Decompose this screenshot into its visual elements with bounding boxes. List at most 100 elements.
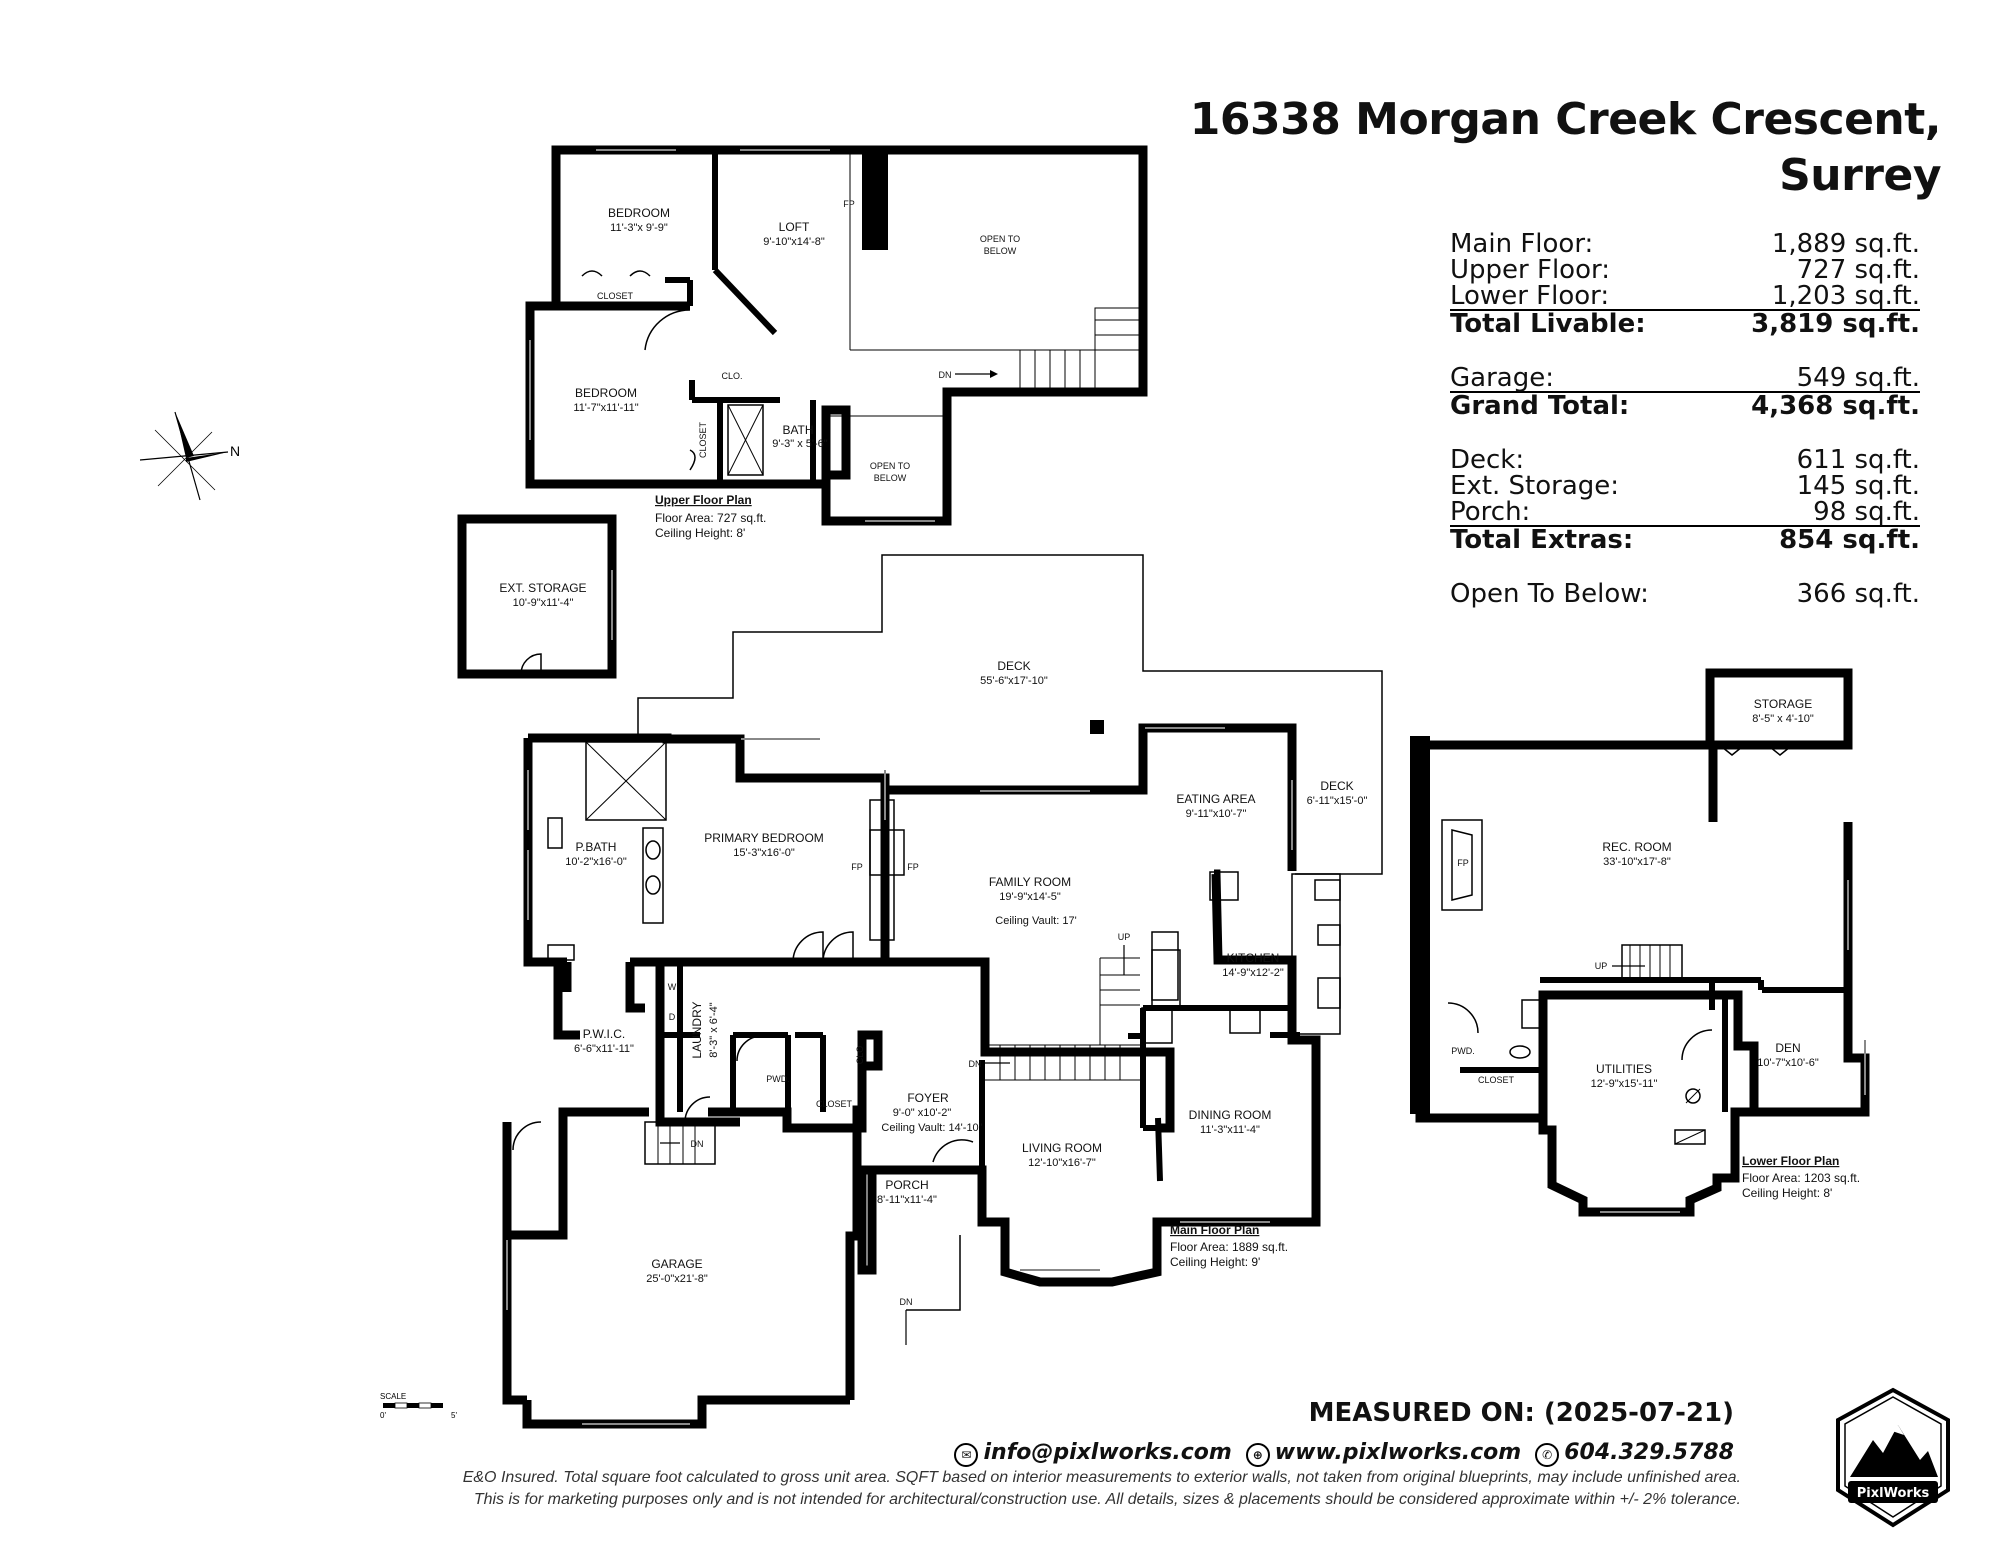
contact-phone[interactable]: ✆604.329.5788 <box>1535 1440 1734 1467</box>
main-fp-label-2: FP <box>907 862 919 872</box>
deck2-name: DECK <box>1320 779 1353 793</box>
lower-floor-area: Floor Area: 1203 sq.ft. <box>1742 1171 1860 1185</box>
summary-row: Open To Below:366 sq.ft. <box>1450 581 1920 607</box>
upper-fp-label: FP <box>843 199 855 209</box>
laundry-name: LAUNDRY <box>690 1001 704 1058</box>
main-up-label: UP <box>1118 932 1131 942</box>
disclaimer-line1: E&O Insured. Total square foot calculate… <box>462 1469 1741 1486</box>
ext-storage: EXT. STORAGE 10'-9"x11'-4" <box>457 514 617 679</box>
summary-total-row: Total Livable: 3,819 sq.ft. <box>1450 309 1920 337</box>
upper-bedroom2-name: BEDROOM <box>575 386 637 400</box>
compass-icon: N <box>139 411 240 501</box>
upper-floor-plan-label: Upper Floor Plan <box>655 493 752 507</box>
porch-name: PORCH <box>885 1178 928 1192</box>
upper-bedroom2-dim: 11'-7"x11'-11" <box>573 402 638 414</box>
open-to-below-1b: BELOW <box>984 246 1017 256</box>
dining-room-name: DINING ROOM <box>1189 1108 1272 1122</box>
dining-room-dim: 11'-3"x11'-4" <box>1200 1124 1260 1136</box>
main-floor-plan-label: Main Floor Plan <box>1170 1223 1259 1237</box>
summary-total-row: Total Extras:854 sq.ft. <box>1450 525 1920 553</box>
email-text: info@pixlworks.com <box>983 1440 1232 1465</box>
summary-value: 98 sq.ft. <box>1813 497 1920 527</box>
main-fp-label-1: FP <box>851 862 863 872</box>
summary-row: Upper Floor:727 sq.ft. <box>1450 257 1920 283</box>
eating-area-dim: 9'-11"x10'-7" <box>1186 808 1247 820</box>
lower-stairs: UP <box>1595 944 1683 981</box>
scale-start: 0' <box>380 1411 386 1420</box>
porch-dim: 8'-11"x11'-4" <box>877 1194 937 1206</box>
deck2-dim: 6'-11"x15'-0" <box>1307 795 1368 807</box>
main-floor-plan: UP DN FP FP W D DN DN <box>502 554 1383 1429</box>
garage-dim: 25'-0"x21'-8" <box>646 1273 708 1285</box>
lower-storage-name: STORAGE <box>1754 697 1812 711</box>
summary-label: Total Livable: <box>1450 309 1646 339</box>
utilities-dim: 12'-9"x15'-11" <box>1591 1078 1658 1090</box>
summary-value: 549 sq.ft. <box>1796 363 1920 393</box>
main-closet-name: CLOSET <box>816 1099 853 1109</box>
eating-area-name: EATING AREA <box>1176 792 1255 806</box>
kitchen-dim: 14'-9"x12'-2" <box>1222 967 1284 979</box>
foyer-vault: Ceiling Vault: 14'-10" <box>881 1122 982 1134</box>
porch-dn-label: DN <box>900 1297 913 1307</box>
lower-closet-name: CLOSET <box>1478 1075 1515 1085</box>
loft-name: LOFT <box>779 220 810 234</box>
summary-total-row: Grand Total:4,368 sq.ft. <box>1450 391 1920 419</box>
summary-label: Lower Floor: <box>1450 281 1610 311</box>
contact-email[interactable]: ✉info@pixlworks.com <box>954 1440 1232 1467</box>
summary-row: Deck: 611 sq.ft. <box>1450 447 1920 473</box>
porch-stairs: DN <box>900 1235 961 1345</box>
primary-bedroom-dim: 15'-3"x16'-0" <box>733 847 795 859</box>
garage-name: GARAGE <box>651 1257 702 1271</box>
family-room-dim: 19'-9"x14'-5" <box>999 891 1061 903</box>
laundry-dim: 8'-3" x 6'-4" <box>708 1002 720 1058</box>
area-summary: Main Floor:1,889 sq.ft. Upper Floor:727 … <box>1450 231 1920 607</box>
summary-value: 1,203 sq.ft. <box>1771 281 1920 311</box>
deck-dim: 55'-6"x17'-10" <box>980 675 1048 687</box>
upper-bedroom-dim: 11'-3"x 9'-9" <box>610 222 668 234</box>
foyer-name: FOYER <box>907 1091 949 1105</box>
summary-label: Ext. Storage: <box>1450 471 1620 501</box>
upper-floor-plan: DN FP BEDROOM 11'-3"x 9'-9" LOFT 9'-10"x… <box>525 145 1148 540</box>
den-dim: 10'-7"x10'-6" <box>1757 1057 1819 1069</box>
utilities-name: UTILITIES <box>1596 1062 1652 1076</box>
open-to-below-1: OPEN TO <box>980 234 1020 244</box>
summary-value: 4,368 sq.ft. <box>1751 391 1920 421</box>
summary-label: Garage: <box>1450 363 1554 393</box>
upper-floor-ceiling: Ceiling Height: 8' <box>655 526 745 540</box>
ext-storage-name: EXT. STORAGE <box>499 581 586 595</box>
summary-value: 3,819 sq.ft. <box>1751 309 1920 339</box>
summary-label: Upper Floor: <box>1450 255 1610 285</box>
loft-dim: 9'-10"x14'-8" <box>763 236 825 248</box>
pwic-dim: 6'-6"x11'-11" <box>574 1043 634 1055</box>
pbath-name: P.BATH <box>576 840 617 854</box>
lower-fp-label: FP <box>1457 858 1469 868</box>
property-title: 16338 Morgan Creek Crescent, Surrey <box>1190 92 1942 204</box>
upper-clo-name: CLO. <box>721 371 742 381</box>
primary-bedroom-name: PRIMARY BEDROOM <box>704 831 824 845</box>
pbath-dim: 10'-2"x16'-0" <box>565 856 627 868</box>
living-room-dim: 12'-10"x16'-7" <box>1028 1157 1096 1169</box>
summary-label: Main Floor: <box>1450 229 1594 259</box>
disclaimer: E&O Insured. Total square foot calculate… <box>463 1467 1741 1511</box>
lower-up-label: UP <box>1595 961 1608 971</box>
upper-bedroom-name: BEDROOM <box>608 206 670 220</box>
contact-web[interactable]: ⊕www.pixlworks.com <box>1245 1440 1522 1467</box>
summary-label: Deck: <box>1450 445 1525 475</box>
contact-info: ✉info@pixlworks.com ⊕www.pixlworks.com ✆… <box>954 1440 1734 1467</box>
main-dn-label: DN <box>969 1059 982 1069</box>
scale-label: SCALE <box>380 1392 406 1401</box>
phone-text: 604.329.5788 <box>1564 1440 1734 1465</box>
summary-value: 611 sq.ft. <box>1796 445 1920 475</box>
compass-north-label: N <box>230 443 240 459</box>
summary-row: Garage: 549 sq.ft. <box>1450 365 1920 391</box>
main-floor-area: Floor Area: 1889 sq.ft. <box>1170 1240 1288 1254</box>
summary-row: Main Floor:1,889 sq.ft. <box>1450 231 1920 257</box>
summary-row: Ext. Storage:145 sq.ft. <box>1450 473 1920 499</box>
summary-label: Total Extras: <box>1450 525 1634 555</box>
scale-bar: SCALE 0' 5' <box>380 1392 457 1420</box>
summary-value: 366 sq.ft. <box>1796 579 1920 609</box>
web-text: www.pixlworks.com <box>1274 1440 1522 1465</box>
email-icon: ✉ <box>954 1443 979 1467</box>
rec-room-name: REC. ROOM <box>1602 840 1671 854</box>
